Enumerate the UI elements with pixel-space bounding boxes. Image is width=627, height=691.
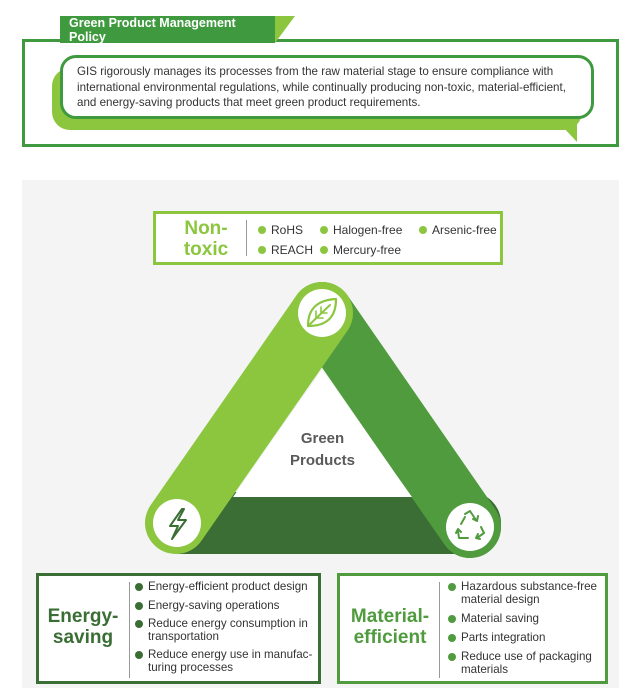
non-toxic-divider (246, 220, 247, 256)
item-line1: Reduce energy consumption in (148, 617, 308, 630)
bullet-dot (135, 651, 143, 659)
non-toxic-item-label: REACH (271, 243, 314, 257)
bullet-dot (258, 246, 266, 254)
item-line1: Reduce energy use in manufac- (148, 648, 313, 661)
item-line1: Reduce use of packaging (461, 650, 592, 663)
item-line1: Material saving (461, 612, 539, 625)
material-efficient-box: Material- efficient Hazardous substance-… (337, 573, 608, 684)
center-label-line1: Green (300, 430, 345, 447)
item-line1: Hazardous substance-free (461, 580, 597, 593)
non-toxic-item-label: Halogen-free (333, 223, 403, 237)
recycle-icon (446, 503, 494, 551)
item-line1: Energy-saving operations (148, 599, 280, 612)
non-toxic-item: Mercury-free (320, 243, 401, 257)
energy-saving-title-line2: saving (52, 627, 114, 648)
non-toxic-title: Non- toxic (178, 218, 234, 260)
non-toxic-box: Non- toxic RoHS Halogen-free Arsenic-fre… (153, 211, 503, 265)
item-line2: turing processes (148, 660, 234, 674)
material-efficient-item: Parts integration (448, 631, 546, 645)
non-toxic-item-label: RoHS (271, 223, 304, 237)
policy-text: GIS rigorously manages its processes fro… (60, 55, 594, 119)
material-efficient-title: Material- efficient (342, 606, 438, 648)
bullet-dot (258, 226, 266, 234)
triangle-edge-left (145, 282, 353, 554)
non-toxic-item: Halogen-free (320, 223, 402, 237)
bullet-dot (135, 602, 143, 610)
non-toxic-item-label: Arsenic-free (432, 223, 497, 237)
center-label-line2: Products (289, 452, 355, 469)
non-toxic-item: Arsenic-free (419, 223, 497, 237)
material-efficient-divider (439, 582, 440, 678)
energy-saving-item: Energy-saving operations (135, 599, 280, 613)
non-toxic-item-label: Mercury-free (333, 243, 402, 257)
energy-saving-item: Energy-efficient product design (135, 580, 308, 594)
energy-saving-divider (129, 582, 130, 678)
item-line1: Parts integration (461, 631, 546, 644)
bullet-dot (135, 620, 143, 628)
center-label: Green Products (270, 428, 375, 472)
item-line2: material design (461, 592, 540, 606)
material-efficient-title-line1: Material- (350, 606, 430, 627)
item-line2: transportation (148, 629, 219, 643)
bullet-dot (448, 615, 456, 623)
item-line1: Energy-efficient product design (148, 580, 308, 593)
energy-saving-title-line1: Energy- (47, 606, 119, 627)
energy-saving-title: Energy- saving (41, 606, 125, 648)
material-efficient-item: Material saving (448, 612, 539, 626)
triangle-center (233, 370, 412, 497)
leaf-icon (298, 289, 346, 337)
non-toxic-item: REACH (258, 243, 313, 257)
lightning-bolt-icon (153, 499, 201, 547)
non-toxic-title-line2: toxic (183, 239, 229, 260)
bullet-dot (448, 583, 456, 591)
policy-tab-label: Green Product Management Policy (60, 16, 275, 44)
policy-tab-tail (275, 16, 295, 43)
material-efficient-title-line2: efficient (353, 627, 427, 648)
bullet-dot (320, 226, 328, 234)
energy-saving-item: Reduce energy use in manufac-turing proc… (135, 648, 313, 674)
item-line2: materials (461, 662, 509, 676)
non-toxic-item: RoHS (258, 223, 303, 237)
bullet-dot (448, 634, 456, 642)
energy-saving-box: Energy- saving Energy-efficient product … (36, 573, 321, 684)
bullet-dot (448, 653, 456, 661)
bullet-dot (320, 246, 328, 254)
non-toxic-title-line1: Non- (184, 218, 228, 239)
bullet-dot (419, 226, 427, 234)
bullet-dot (135, 583, 143, 591)
